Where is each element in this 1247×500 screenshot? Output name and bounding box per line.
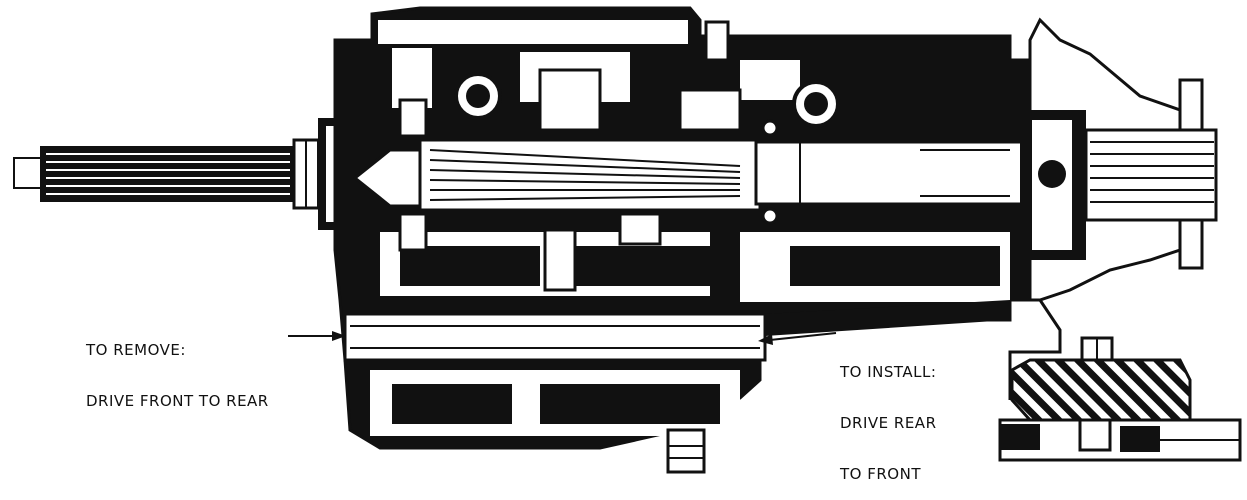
- transmission-cross-section-diagram: [13, 6, 1242, 474]
- shift-forks: [398, 20, 742, 292]
- countershaft: [343, 300, 1010, 362]
- install-callout-line-1: TO INSTALL:: [840, 363, 937, 381]
- drain-plug: [666, 428, 706, 474]
- bearings: [454, 72, 840, 225]
- remove-callout-line-2: DRIVE FRONT TO REAR: [86, 392, 269, 410]
- mainshaft: [352, 138, 1038, 212]
- install-instruction-callout: TO INSTALL: DRIVE REAR TO FRONT: [840, 330, 937, 500]
- input-shaft: [13, 138, 330, 210]
- install-callout-line-2: DRIVE REAR: [840, 414, 937, 432]
- remove-instruction-callout: TO REMOVE: DRIVE FRONT TO REAR: [86, 308, 269, 427]
- rear-mount: [998, 299, 1242, 462]
- remove-callout-line-1: TO REMOVE:: [86, 341, 186, 359]
- callout-arrows: [288, 331, 837, 345]
- install-callout-line-3: TO FRONT: [840, 465, 921, 483]
- rear-extension-housing: [1020, 17, 1218, 302]
